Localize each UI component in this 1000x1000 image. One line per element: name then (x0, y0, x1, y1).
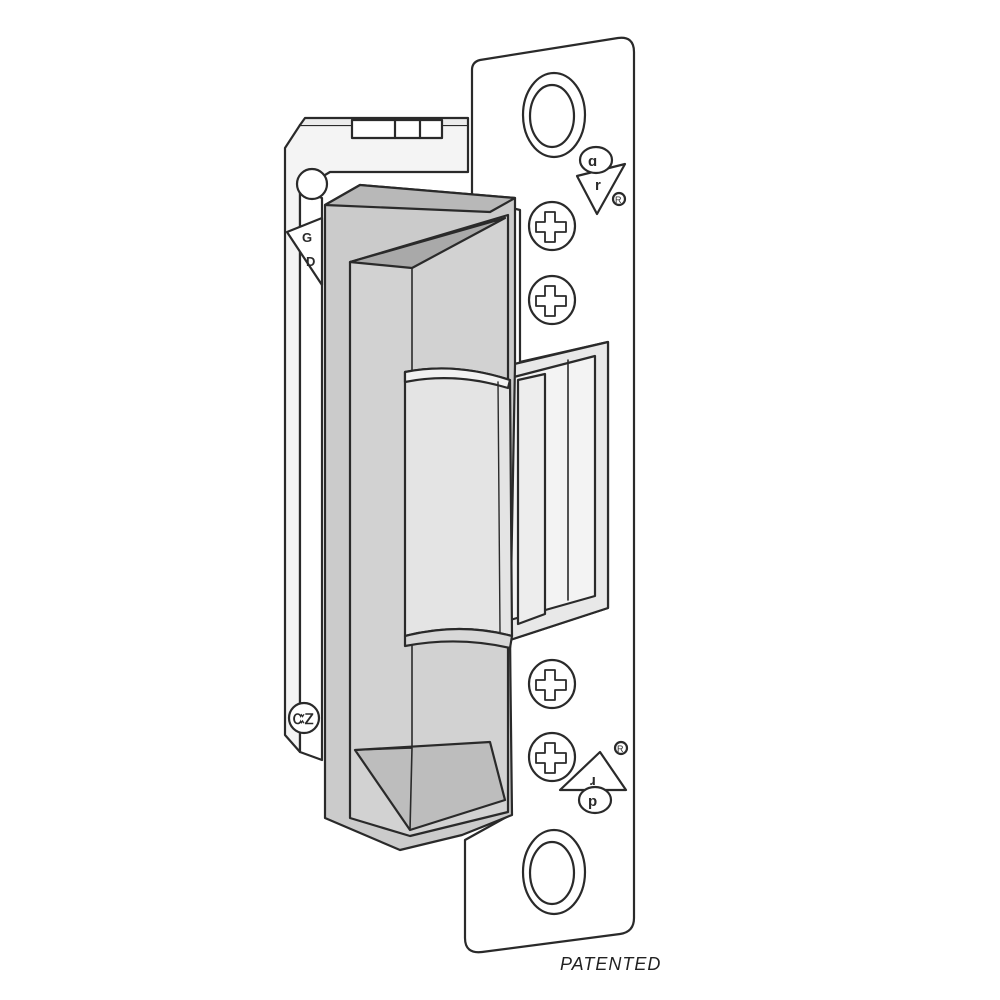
svg-text:R: R (617, 744, 624, 754)
face-plate (463, 36, 636, 954)
top-registered-mark-icon: R (611, 191, 627, 207)
patented-label: PATENTED (560, 954, 662, 974)
top-ul-listing-mark-icon: ɑ r (575, 145, 627, 216)
svg-text:R: R (615, 195, 622, 205)
svg-text:r: r (595, 177, 601, 194)
top-mounting-hole-icon (521, 71, 587, 159)
svg-text:G: G (302, 230, 312, 245)
svg-text:D: D (306, 254, 315, 269)
screw-1-icon (527, 200, 577, 252)
bottom-ul-listing-mark-icon: ɹ p (558, 750, 628, 815)
screw-3-icon (527, 658, 577, 710)
svg-text:ɹ: ɹ (590, 772, 596, 789)
svg-text:ɑ: ɑ (588, 153, 597, 170)
svg-text:p: p (588, 793, 597, 810)
screw-2-icon (527, 274, 577, 326)
svg-text:ᏨᏃ: ᏨᏃ (293, 711, 314, 727)
bottom-registered-mark-icon: R (613, 740, 629, 756)
screw-4-icon (527, 731, 577, 783)
bottom-mounting-hole-icon (521, 828, 587, 916)
keeper-jaw (403, 367, 547, 650)
rear-screw-icon: ᏨᏃ (287, 167, 329, 735)
rear-ul-listing-mark-icon: G D (285, 216, 324, 287)
